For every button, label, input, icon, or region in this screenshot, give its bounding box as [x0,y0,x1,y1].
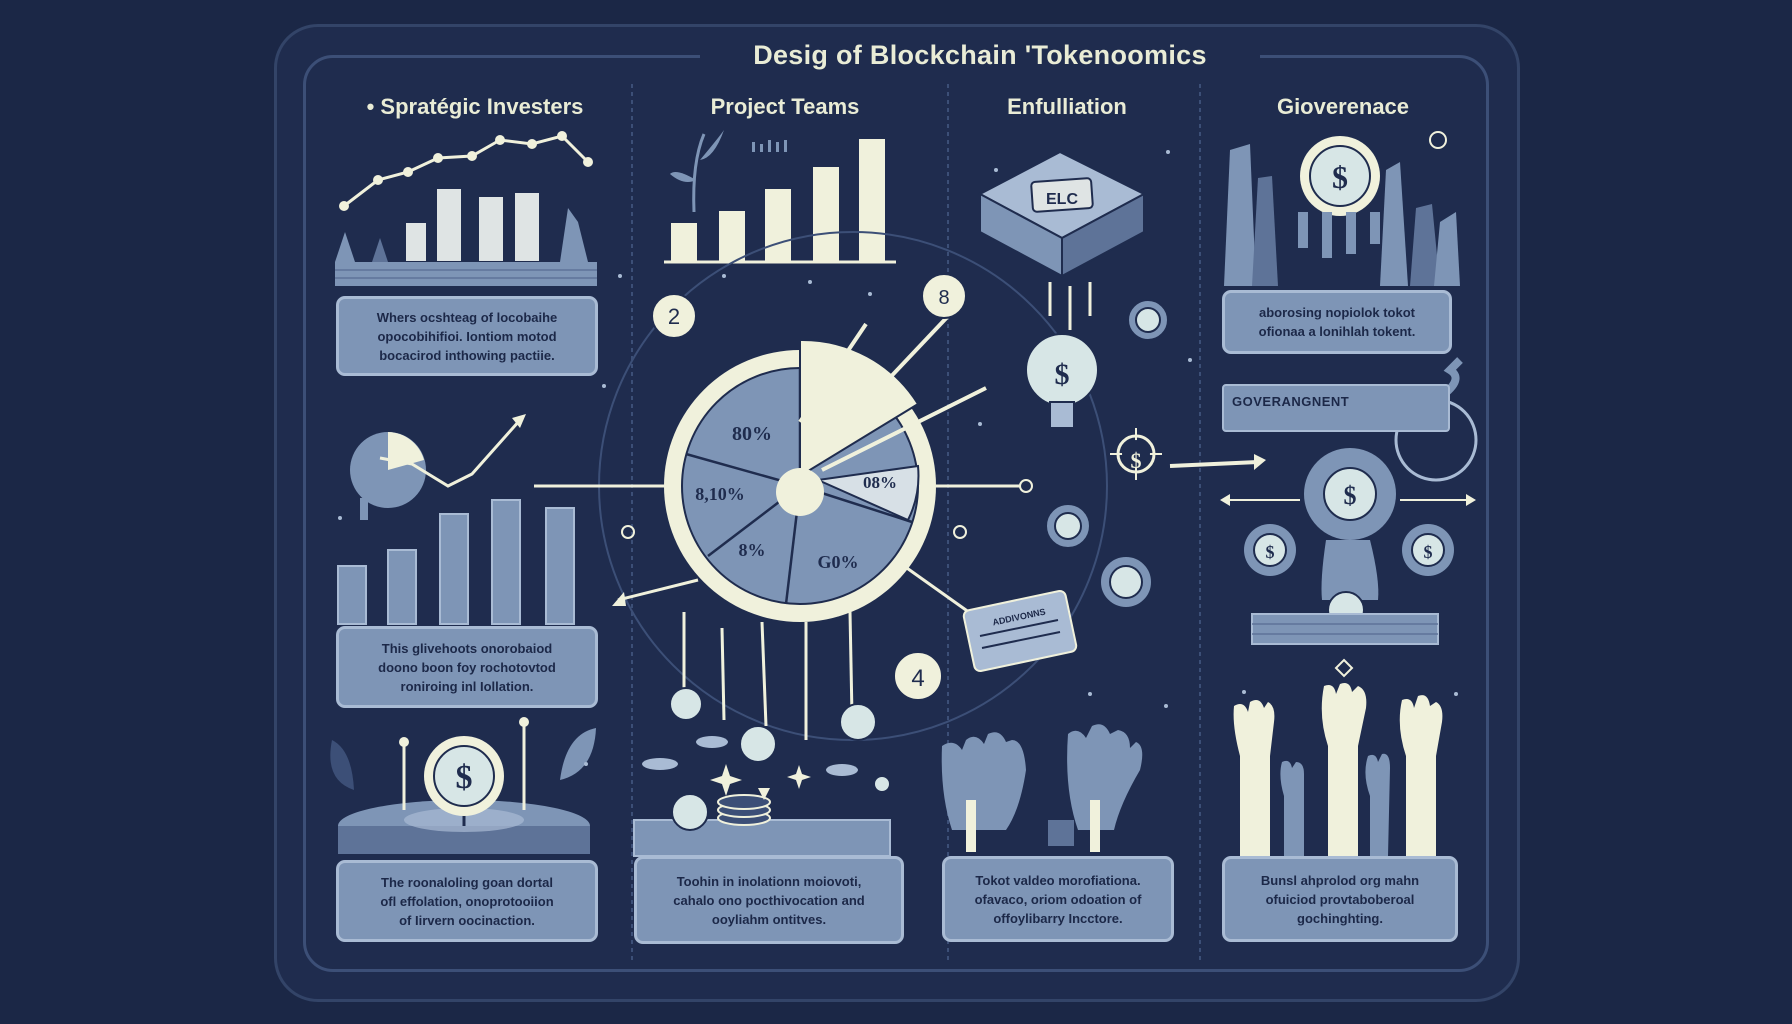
investors-top-panel: Whers ocshteag of locobaihe opocobihifio… [336,296,598,376]
column-header-governance: Gioverenace [1276,94,1410,119]
inflation-bottom-line-3: offoylibarry Incctore. [993,910,1123,926]
badge-4-label: 4 [911,665,924,692]
investors-mid-panel: This glivehoots onorobaiod doono boon fo… [336,626,598,708]
teams-bottom-line-3: ooyliahm ontitves. [711,911,827,927]
pie-label-5: G0% [817,552,858,572]
badge-8-circle [921,273,967,319]
badge-8-label: 8 [938,287,949,309]
governance-top-line-2: ofionaa a lonihlah tokent. [1258,324,1416,339]
governance-top-coin-symbol: $ [1332,159,1348,195]
teams-bottom-line-2: cahalo ono pocthivocation and [673,892,865,908]
token-distribution-pie [534,231,1108,741]
teams-growth-bars-illustration [664,130,896,264]
investors-coin-symbol: $ [456,759,473,796]
governance-top-line-1: aborosing nopiolok tokot [1259,305,1415,320]
inflation-token-chip-illustration [941,150,1266,852]
governance-top-panel: aborosing nopiolok tokot ofionaa a lonih… [1222,290,1452,354]
column-header-project-teams: Project Teams [710,94,860,119]
governance-center-coin-symbol: $ [1344,481,1357,510]
title-wrap: Desig of Blockchain 'Tokenoomics [700,40,1260,70]
governance-banner-label: GOVERANGNENT [1232,394,1350,409]
investors-bottom-line-3: of Iirvern oocinaction. [399,912,535,928]
governance-bottom-line-2: ofuiciod provtaboberoal [1265,891,1415,907]
governance-left-coin-symbol: $ [1266,542,1275,562]
investors-bottom-panel: The roonaloling goan dortal ofl effolati… [336,860,598,942]
token-chip-label: ELC [1046,191,1078,208]
investors-mid-line-1: This glivehoots onorobaiod [381,640,553,656]
governance-city-illustration [1220,131,1478,856]
governance-right-coin-symbol: $ [1424,542,1433,562]
investors-city-illustration [335,131,597,286]
badge-4-circle [893,651,943,701]
teams-bottom-panel: Toohin in inolationn moiovoti, cahalo on… [634,856,904,944]
sparkle-decorations [338,150,1458,766]
investors-top-line-2: opocobihifioi. Iontiom motod [377,328,557,344]
pie-label-2: 8,10% [695,484,745,504]
governance-bottom-line-1: Bunsl ahprolod org mahn [1260,872,1420,888]
page-title: Desig of Blockchain 'Tokenoomics [753,40,1207,70]
badge-2-label: 2 [668,304,680,329]
badge-2-circle [651,293,697,339]
governance-banner: GOVERANGNENT [1222,384,1450,432]
target-coin-symbol: $ [1131,448,1142,473]
teams-bottom-line-1: Toohin in inolationn moiovoti, [676,873,862,889]
column-header-strategic-investors: • Spratégic Investers [366,94,584,119]
investors-top-line-1: Whers ocshteag of locobaihe [376,309,558,325]
column-header-inflation: Enfulliation [1007,94,1127,119]
bulb-coin-symbol: $ [1055,358,1070,391]
inflation-bottom-line-2: ofavaco, oriom odoation of [974,891,1142,907]
investors-bar-chart-illustration [337,414,575,625]
inflation-bottom-line-1: Tokot valdeo morofiationa. [975,872,1141,888]
pie-label-4: 8% [739,540,766,560]
pie-label-1: 80% [732,423,772,445]
investors-top-line-3: bocacirod inthowing pactiie. [379,347,555,363]
investors-bottom-line-2: ofl effolation, onoprotooiion [380,893,554,909]
governance-bottom-line-3: gochinghting. [1297,910,1383,926]
investors-mid-line-3: roniroing inl Iollation. [400,678,534,694]
teams-coin-pile-illustration [633,687,891,857]
investors-coin-pedestal-illustration [330,717,596,854]
inflation-bottom-panel: Tokot valdeo morofiationa. ofavaco, orio… [942,856,1174,942]
pie-label-3: 08% [863,473,897,492]
investors-bottom-line-1: The roonaloling goan dortal [381,874,553,890]
governance-bottom-panel: Bunsl ahprolod org mahn ofuiciod provtab… [1222,856,1458,942]
investors-mid-line-2: doono boon foy rochotovtod [378,659,556,675]
